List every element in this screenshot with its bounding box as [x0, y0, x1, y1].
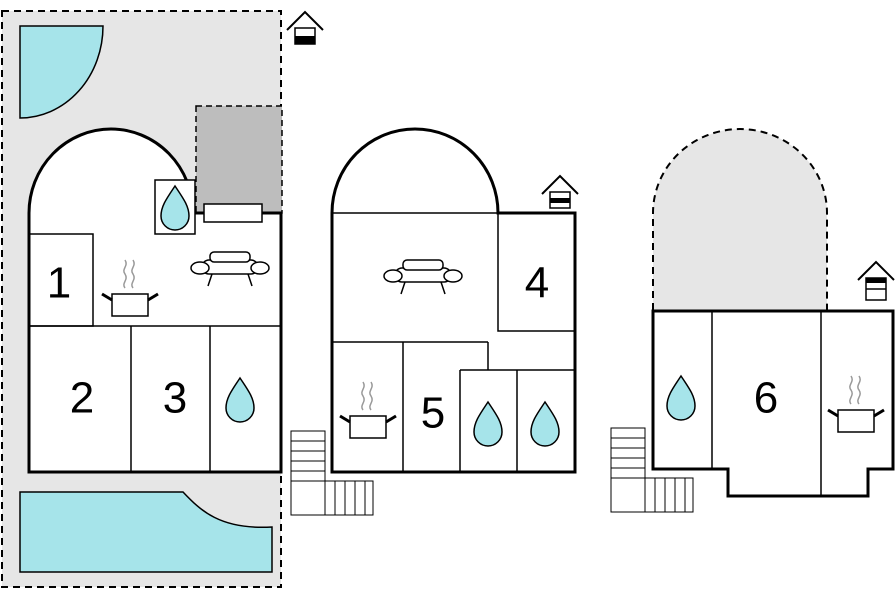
- covered-area: [195, 105, 283, 214]
- building-2-outline: [330, 127, 577, 474]
- room-number-6: 6: [754, 374, 778, 423]
- floor-level-icon: [857, 260, 895, 301]
- room-number-3: 3: [163, 374, 187, 423]
- room-number-1: 1: [47, 259, 71, 308]
- room-number-5: 5: [421, 389, 445, 438]
- building-3-outline: [651, 309, 895, 498]
- floor-level-icon: [541, 174, 579, 209]
- dome-outline-dashed: [652, 128, 828, 310]
- counter: [203, 203, 263, 223]
- pool-quarter: [19, 25, 104, 119]
- room-number-2: 2: [70, 374, 94, 423]
- room-4-outline: [497, 212, 576, 332]
- room-number-4: 4: [525, 259, 549, 308]
- swimming-pool: [19, 491, 273, 573]
- floor-level-icon: [286, 10, 324, 45]
